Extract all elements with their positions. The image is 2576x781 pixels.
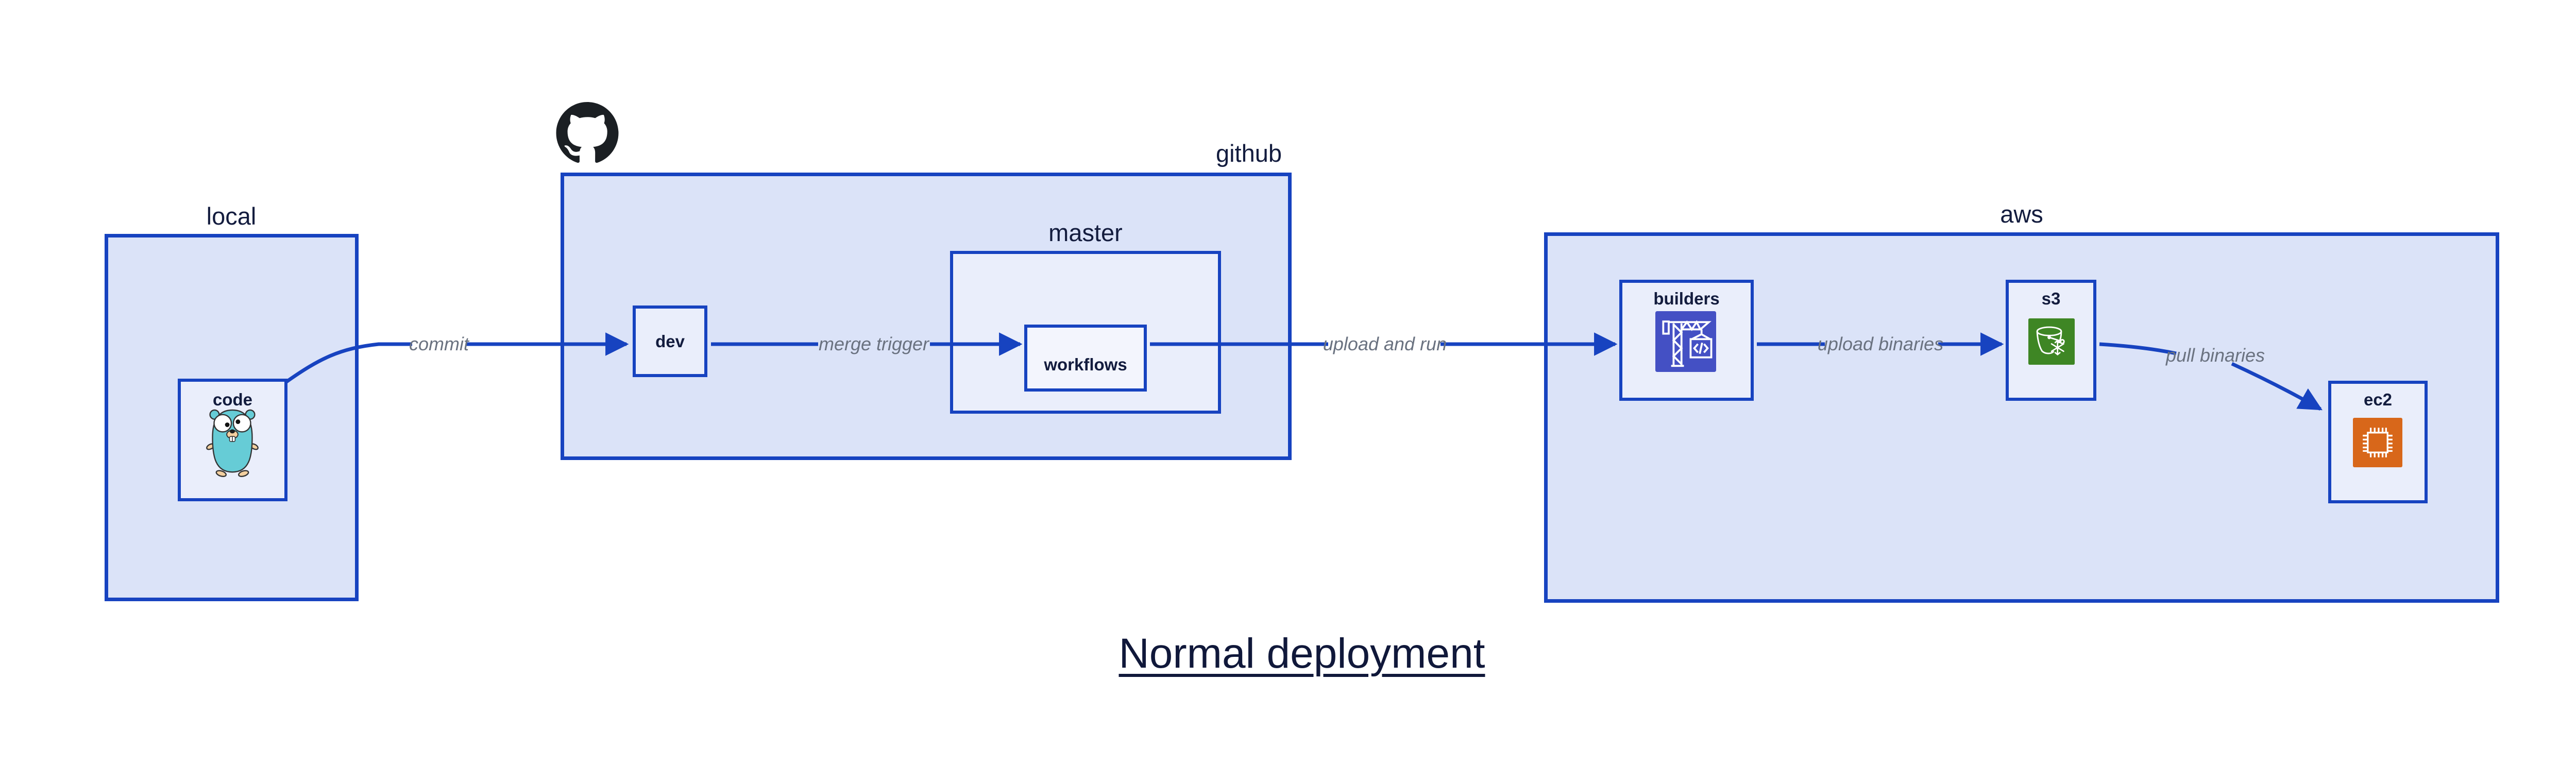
edge-label-merge-trigger: merge trigger <box>818 333 929 354</box>
diagram-title: Normal deployment <box>1118 630 1485 677</box>
go-gopher-icon <box>206 409 259 478</box>
dev-node-box: dev <box>633 305 707 377</box>
code-node-label: code <box>212 390 253 409</box>
github-container-label: github <box>1215 140 1282 167</box>
edge-label-upload-and-run: upload and run <box>1323 333 1447 354</box>
edge-label-commit: commit <box>409 333 469 354</box>
edge-label-pull-binaries: pull binaries <box>2165 345 2265 366</box>
ec2-chip-icon <box>2353 418 2402 467</box>
builders-node-label: builders <box>1653 289 1720 308</box>
github-octocat-icon <box>556 102 619 163</box>
s3-node-label: s3 <box>2041 289 2061 308</box>
ec2-node-label: ec2 <box>2363 390 2393 409</box>
master-branch-label: master <box>1048 219 1123 246</box>
workflows-node-label: workflows <box>1044 355 1127 374</box>
workflows-node-box: workflows <box>1024 325 1147 392</box>
aws-codebuild-crane-icon <box>1655 311 1716 372</box>
ec2-node-box: ec2 <box>2328 381 2428 503</box>
s3-glacier-bucket-icon <box>2028 318 2075 365</box>
local-container-label: local <box>206 202 257 230</box>
dev-node-label: dev <box>655 331 685 351</box>
edge-label-upload-binaries: upload binaries <box>1817 333 1944 354</box>
aws-container-label: aws <box>2000 200 2043 228</box>
